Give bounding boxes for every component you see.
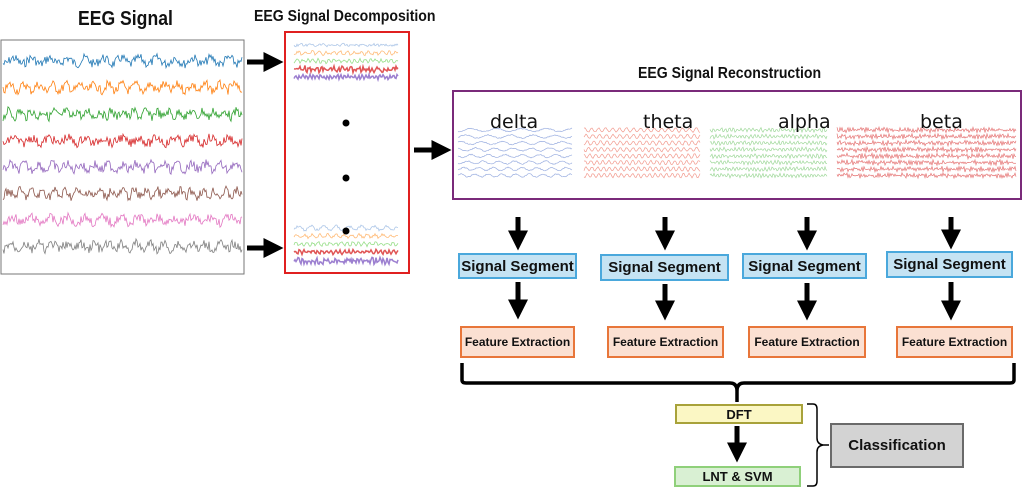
reconstruction-traces <box>457 125 1017 180</box>
band-label-alpha: alpha <box>778 111 831 133</box>
band-trace-alpha <box>709 146 828 153</box>
signal-segment-beta: Signal Segment <box>886 251 1013 278</box>
signal-segment-theta: Signal Segment <box>600 254 729 281</box>
band-trace-beta <box>836 164 1017 174</box>
ellipsis-dot <box>342 227 350 235</box>
band-trace-theta <box>583 140 701 147</box>
band-trace-delta <box>457 140 573 146</box>
signal-segment-alpha: Signal Segment <box>742 253 867 279</box>
band-trace-beta <box>836 158 1017 167</box>
decomposition-trace <box>293 232 399 240</box>
band-trace-beta <box>836 171 1017 180</box>
band-trace-beta <box>836 125 1017 135</box>
eeg-channel-trace <box>2 185 243 202</box>
eeg-traces <box>2 52 243 255</box>
decomposition-trace <box>293 255 399 267</box>
band-trace-theta <box>583 153 701 159</box>
eeg-signal-panel <box>0 39 245 275</box>
eeg-channel-trace <box>2 237 243 255</box>
band-trace-theta <box>583 165 701 173</box>
eeg-channel-trace <box>2 158 243 176</box>
dft-box: DFT <box>675 404 803 424</box>
band-trace-alpha <box>709 139 828 147</box>
band-trace-theta <box>583 159 701 166</box>
eeg-signal-title: EEG Signal <box>78 8 173 30</box>
band-trace-theta <box>583 133 701 140</box>
reconstruction-panel <box>452 90 1022 200</box>
decomposition-trace <box>293 71 399 83</box>
band-trace-delta <box>457 134 573 139</box>
decomposition-title: EEG Signal Decomposition <box>254 8 436 25</box>
eeg-channel-trace <box>2 211 243 229</box>
band-trace-theta <box>583 172 701 179</box>
feature-extraction-alpha: Feature Extraction <box>748 326 866 358</box>
signal-segment-delta: Signal Segment <box>458 253 577 279</box>
eeg-channel-trace <box>2 105 243 123</box>
band-trace-alpha <box>709 153 828 160</box>
merge-bracket <box>460 363 1016 402</box>
band-trace-delta <box>457 147 573 152</box>
band-trace-beta <box>836 151 1017 161</box>
classification-box: Classification <box>830 423 964 468</box>
band-trace-alpha <box>709 159 828 166</box>
band-trace-theta <box>583 127 701 134</box>
band-trace-delta <box>457 160 573 165</box>
feature-extraction-theta: Feature Extraction <box>607 326 724 358</box>
band-label-beta: beta <box>920 111 963 133</box>
decomposition-trace <box>293 49 399 57</box>
band-label-theta: theta <box>643 111 694 133</box>
feature-extraction-delta: Feature Extraction <box>460 326 575 358</box>
band-trace-delta <box>457 166 573 172</box>
decomposition-trace <box>293 63 399 76</box>
band-trace-delta <box>457 173 573 178</box>
band-trace-alpha <box>709 172 828 179</box>
decomposition-trace <box>293 240 399 248</box>
band-trace-theta <box>583 146 701 153</box>
band-trace-delta <box>457 127 573 133</box>
eeg-channel-trace <box>2 79 243 96</box>
band-trace-delta <box>457 153 573 159</box>
band-trace-alpha <box>709 126 828 134</box>
band-trace-alpha <box>709 133 828 140</box>
band-trace-beta <box>836 145 1017 154</box>
lnt-svm-box: LNT & SVM <box>674 466 801 487</box>
band-label-delta: delta <box>490 111 539 133</box>
reconstruction-title: EEG Signal Reconstruction <box>638 65 822 82</box>
eeg-channel-trace <box>2 52 243 70</box>
classification-brace <box>807 403 824 487</box>
decomposition-trace <box>293 57 399 65</box>
band-trace-beta <box>836 138 1017 148</box>
feature-extraction-beta: Feature Extraction <box>896 326 1013 358</box>
band-trace-alpha <box>709 165 828 173</box>
decomposition-trace <box>293 42 399 48</box>
ellipsis-dot <box>342 174 350 182</box>
eeg-channel-trace <box>2 132 243 149</box>
decomposition-trace <box>293 247 399 257</box>
band-trace-beta <box>836 132 1017 141</box>
ellipsis-dot <box>342 119 350 127</box>
